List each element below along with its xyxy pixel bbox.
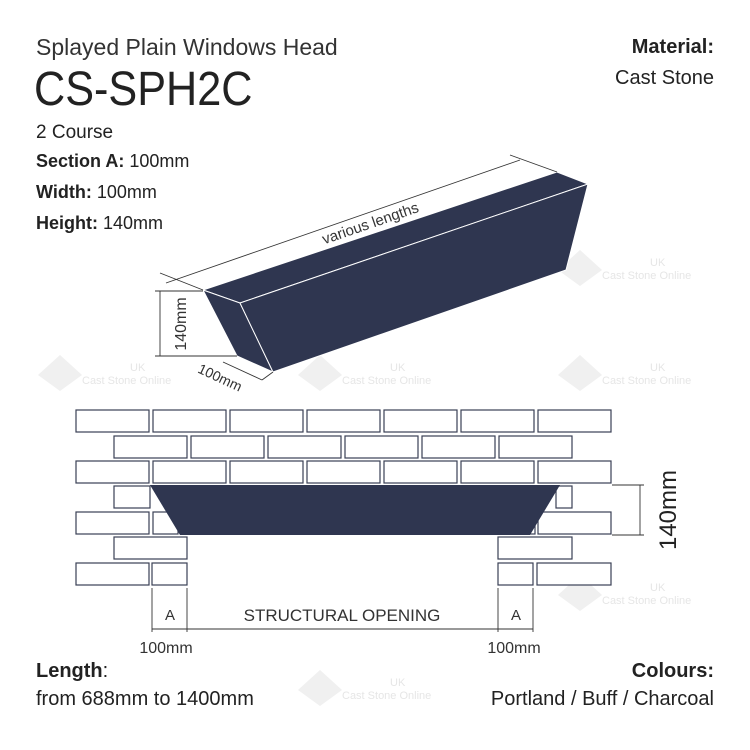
length-value: from 688mm to 1400mm: [36, 688, 254, 710]
svg-text:UK: UK: [390, 677, 406, 689]
svg-text:UK: UK: [390, 362, 406, 374]
brick: [306, 409, 381, 433]
brick: [306, 460, 381, 484]
brick: [229, 460, 304, 484]
svg-text:Cast Stone Online: Cast Stone Online: [602, 375, 691, 387]
section-a-right: A: [511, 607, 521, 624]
svg-text:Cast Stone Online: Cast Stone Online: [82, 375, 171, 387]
spec-width: Width: 100mm: [36, 182, 157, 202]
brick: [497, 536, 573, 560]
brick: [421, 435, 496, 459]
svg-text:Cast Stone Online: Cast Stone Online: [602, 595, 691, 607]
brick: [344, 435, 419, 459]
brick: [460, 409, 535, 433]
brick: [75, 460, 150, 484]
left-dim-label: 100mm: [139, 640, 192, 657]
brick: [75, 562, 150, 586]
brick: [460, 460, 535, 484]
spec-height: Height: 140mm: [36, 213, 164, 233]
brick: [151, 562, 188, 586]
svg-text:Cast Stone Online: Cast Stone Online: [342, 375, 431, 387]
elevation-view: A A STRUCTURAL OPENING 100mm 100mm 140mm: [75, 409, 682, 657]
svg-text:UK: UK: [650, 362, 666, 374]
brick: [498, 435, 573, 459]
brick: [537, 409, 612, 433]
brick: [152, 409, 227, 433]
width-dimension-label: 100mm: [196, 360, 245, 394]
height-dim-label: 140mm: [655, 470, 682, 550]
brick: [75, 409, 150, 433]
structural-opening-label: STRUCTURAL OPENING: [244, 606, 441, 625]
brick: [113, 536, 188, 560]
colours-value: Portland / Buff / Charcoal: [490, 688, 714, 710]
svg-text:UK: UK: [650, 582, 666, 594]
section-a-left: A: [165, 607, 175, 624]
brick: [383, 409, 458, 433]
block-front-face: [239, 183, 589, 373]
material-label: Material:: [631, 36, 714, 58]
product-code: CS-SPH2C: [34, 63, 253, 116]
colours-label: Colours:: [631, 660, 714, 682]
brick: [113, 485, 151, 509]
brick: [536, 562, 612, 586]
brick: [555, 485, 573, 509]
brick: [537, 511, 612, 535]
brick: [267, 435, 342, 459]
course-label: 2 Course: [36, 122, 114, 143]
brick: [229, 409, 304, 433]
material-value: Cast Stone: [615, 67, 714, 89]
right-dim-label: 100mm: [487, 640, 540, 657]
height-dimension-label: 140mm: [173, 297, 190, 350]
head-stone-elevation: [150, 485, 560, 535]
brick: [152, 460, 227, 484]
brickwork: [75, 409, 612, 586]
brick: [497, 562, 534, 586]
brick: [113, 435, 188, 459]
spec-section-a: Section A: 100mm: [36, 151, 190, 171]
brick: [537, 460, 612, 484]
stone-3d-view: various lengths 140mm 100mm: [155, 154, 590, 395]
svg-text:Cast Stone Online: Cast Stone Online: [342, 690, 431, 702]
svg-text:UK: UK: [130, 362, 146, 374]
brick: [383, 460, 458, 484]
brick: [190, 435, 265, 459]
length-label: Length:: [36, 660, 109, 682]
product-subtitle: Splayed Plain Windows Head: [36, 34, 338, 60]
svg-text:Cast Stone Online: Cast Stone Online: [602, 270, 691, 282]
svg-text:UK: UK: [650, 257, 666, 269]
brick: [75, 511, 150, 535]
